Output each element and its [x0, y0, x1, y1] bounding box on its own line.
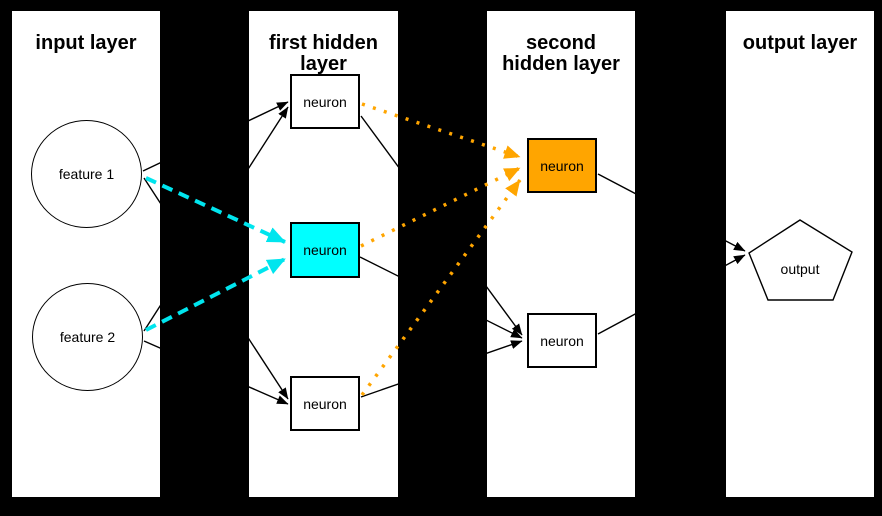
- node-label: neuron: [303, 93, 347, 110]
- output-layer-title: output layer: [726, 33, 874, 54]
- node-label: neuron: [303, 395, 347, 412]
- title-line: second: [525, 32, 597, 54]
- node-hidden2-bottom-neuron: neuron: [527, 313, 597, 368]
- node-label: neuron: [540, 332, 584, 349]
- node-label: output: [780, 261, 820, 277]
- edge-h1bot-to-h2top-highlight: [360, 178, 522, 397]
- edge-h1mid-to-h2bot: [359, 256, 523, 339]
- title-line: output layer: [742, 32, 858, 54]
- edge-h2bot-to-output: [597, 254, 746, 335]
- node-hidden1-top-neuron: neuron: [290, 74, 360, 129]
- title-line: layer: [300, 53, 347, 75]
- node-label: neuron: [540, 157, 584, 174]
- node-label: neuron: [303, 242, 347, 258]
- input-layer-title: input layer: [12, 33, 160, 54]
- edge-h1top-to-h2bot: [360, 115, 523, 336]
- title-line: hidden layer: [502, 53, 620, 75]
- node-label: feature 1: [58, 166, 115, 182]
- node-hidden1-middle-neuron-highlighted: neuron: [290, 222, 360, 278]
- title-line: first hidden: [269, 32, 378, 54]
- output-node-pentagon: [748, 219, 853, 301]
- title-line: input layer: [35, 32, 137, 54]
- edge-feature2-to-h1mid-highlight: [145, 257, 286, 332]
- panel-second-hidden-layer: second hidden layer: [487, 11, 635, 497]
- edge-h1bot-to-h2bot: [360, 340, 523, 398]
- edge-h1mid-to-h2top-highlight: [360, 166, 521, 248]
- edge-feature2-to-h1bot: [143, 340, 289, 405]
- edge-feature1-to-h1top: [142, 101, 289, 172]
- node-label: feature 2: [59, 329, 116, 345]
- edge-feature1-to-h1bot: [143, 177, 289, 400]
- edge-feature1-to-h1mid-highlight: [145, 176, 286, 244]
- second-hidden-layer-title: second hidden layer: [487, 33, 635, 75]
- node-output-label: output: [765, 258, 835, 280]
- node-feature1: feature 1: [31, 120, 142, 228]
- node-feature2: feature 2: [32, 283, 143, 391]
- node-hidden1-bottom-neuron: neuron: [290, 376, 360, 431]
- edge-feature2-to-h1top: [143, 106, 289, 332]
- panel-input-layer: input layer: [12, 11, 160, 497]
- first-hidden-layer-title: first hidden layer: [249, 33, 398, 75]
- edge-h2top-to-output: [597, 173, 746, 252]
- node-hidden2-top-neuron-highlighted: neuron: [527, 138, 597, 193]
- edge-h1top-to-h2top-highlight: [361, 102, 521, 159]
